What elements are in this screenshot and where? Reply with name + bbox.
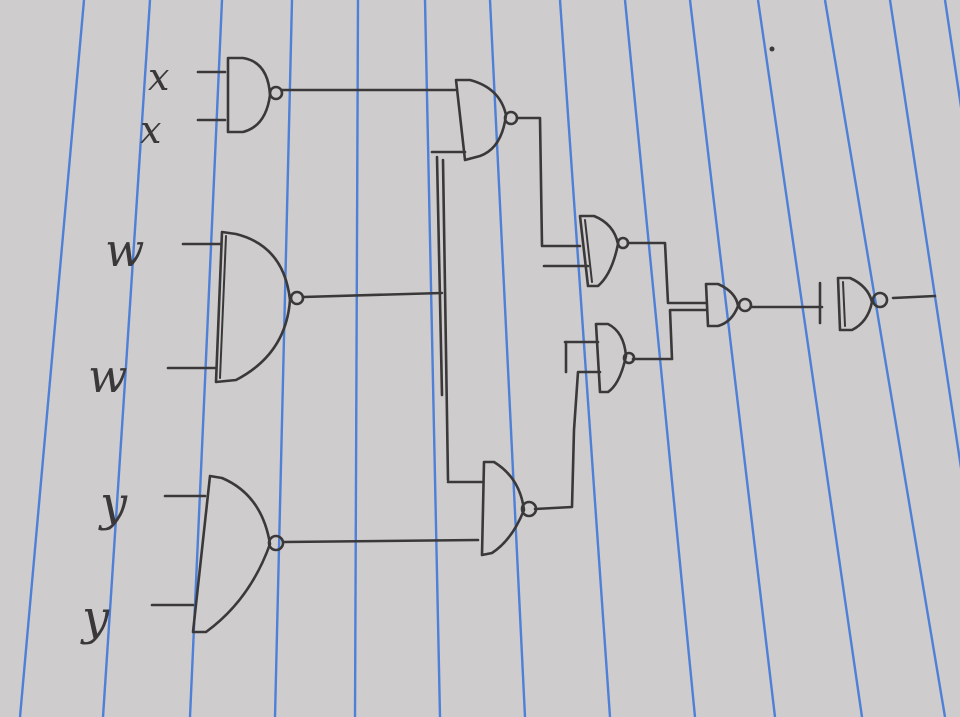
input-label-x2: x (140, 108, 161, 152)
inverter-bubble-icon (267, 534, 285, 552)
inverter-bubble-icon (737, 297, 753, 313)
nand-gate-top (454, 78, 519, 162)
inverter-bubble-icon (503, 110, 519, 126)
nand-gate-combine (704, 282, 753, 328)
input-labels: x x w w y y (80, 55, 169, 646)
inverter-bubble-icon (616, 236, 630, 250)
gates (191, 56, 889, 634)
input-label-y1: y (98, 476, 128, 532)
inverter-bubble-icon (520, 500, 538, 518)
input-label-y2: y (80, 590, 110, 646)
pencil-dot (769, 46, 775, 52)
nand-gate-w (214, 230, 305, 384)
nand-gate-mid-a (578, 214, 630, 288)
nand-gate-bottom (480, 460, 538, 557)
inverter-bubble-icon (289, 290, 305, 306)
nand-gate-mid-b (594, 322, 636, 394)
input-label-w2: w (88, 349, 127, 403)
input-label-w1: w (105, 223, 144, 277)
inverter-bubble-icon (871, 291, 889, 309)
nand-gate-output (836, 276, 889, 332)
nand-gate-y (191, 474, 285, 634)
wires (150, 70, 937, 607)
input-label-x1: x (148, 55, 169, 99)
nand-gate-x (226, 56, 284, 134)
inverter-bubble-icon (268, 85, 284, 101)
inverter-bubble-icon (622, 351, 636, 365)
